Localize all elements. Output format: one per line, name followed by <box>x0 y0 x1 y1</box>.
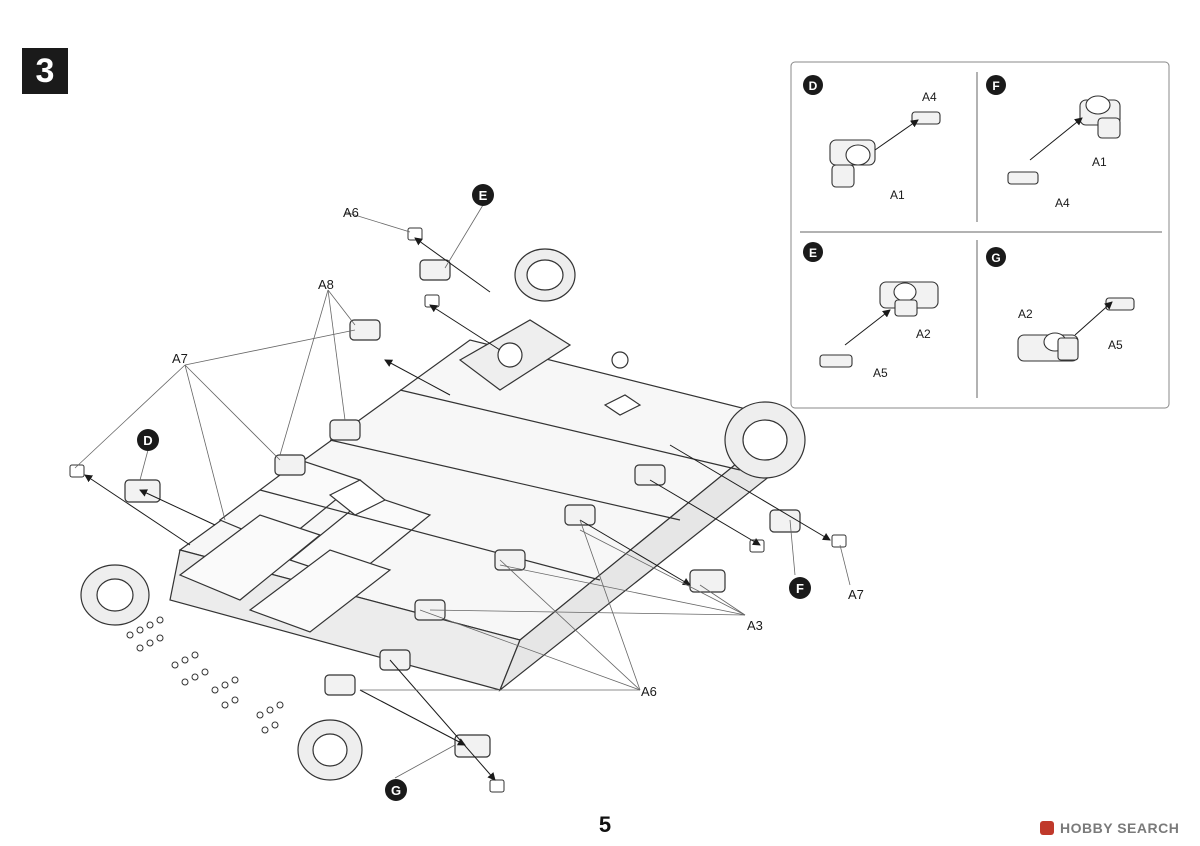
callout-f-main-letter: F <box>796 581 804 596</box>
step-number-badge: 3 <box>22 48 68 94</box>
watermark-text: HOBBY SEARCH <box>1060 820 1180 836</box>
label-a7-right: A7 <box>848 587 864 602</box>
label-a6-bottom: A6 <box>641 684 657 699</box>
inset-g-label-a5: A5 <box>1108 338 1123 352</box>
hull-assembly <box>169 319 792 692</box>
inset-panel-g: G A2 A5 <box>986 247 1135 362</box>
hobby-search-watermark: HOBBY SEARCH <box>1040 818 1179 838</box>
inset-g-label-a2: A2 <box>1018 307 1033 321</box>
callout-e-main: E <box>472 184 494 206</box>
inset-panel-e: E A2 A5 <box>803 242 939 380</box>
callout-f-main: F <box>789 577 811 599</box>
inset-d-label-a4: A4 <box>922 90 937 104</box>
bolt-array <box>126 616 284 734</box>
inset-f-letter: F <box>992 79 999 93</box>
inset-f-label-a4: A4 <box>1055 196 1070 210</box>
hobby-search-logo-icon <box>1040 821 1054 835</box>
hull-plates <box>178 459 432 633</box>
page-number: 5 <box>598 812 612 837</box>
inset-f-label-a1: A1 <box>1092 155 1107 169</box>
callout-g-main-letter: G <box>391 783 401 798</box>
inset-e-letter: E <box>809 246 817 260</box>
inset-d-letter: D <box>809 79 818 93</box>
inset-e-label-a2: A2 <box>916 327 931 341</box>
inset-panel-d: D A4 A1 <box>803 75 941 202</box>
label-a8: A8 <box>318 277 334 292</box>
callout-g-main: G <box>385 779 407 801</box>
label-a7-left: A7 <box>172 351 188 366</box>
callout-d-main-letter: D <box>143 433 152 448</box>
label-a6-top: A6 <box>343 205 359 220</box>
callout-e-main-letter: E <box>479 188 488 203</box>
inset-g-letter: G <box>991 251 1000 265</box>
inset-panel-f: F A1 A4 <box>986 75 1121 210</box>
label-a3: A3 <box>747 618 763 633</box>
inset-panel: D A4 A1 F <box>790 61 1170 409</box>
assembly-arrows <box>84 237 831 781</box>
inset-d-label-a1: A1 <box>890 188 905 202</box>
rear-sprocket <box>514 248 806 479</box>
inset-e-label-a5: A5 <box>873 366 888 380</box>
hull-round-port <box>497 342 523 368</box>
front-sprocket <box>80 564 363 781</box>
leader-lines <box>74 204 851 779</box>
callout-d-main: D <box>137 429 159 451</box>
small-parts <box>69 227 847 793</box>
